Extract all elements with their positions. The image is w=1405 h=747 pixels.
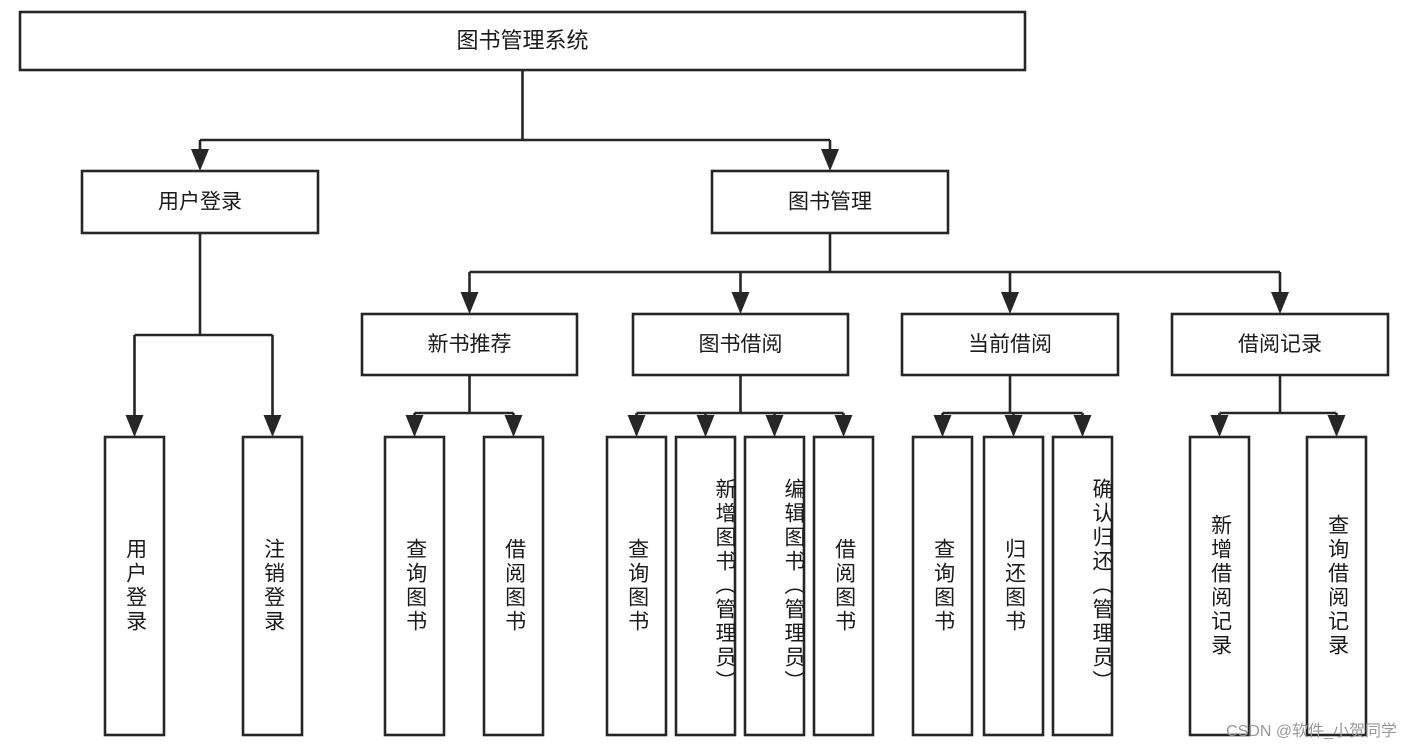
arrow-head-icon (460, 292, 479, 314)
leaf-node-10-box[interactable] (982, 435, 1045, 737)
leaf-node-12-box[interactable] (1188, 435, 1251, 737)
arrow-head-icon (504, 415, 523, 437)
level2-node-1[interactable]: 用户登录 (80, 169, 320, 235)
level3-node-3-label: 当前借阅 (968, 333, 1052, 356)
root-node-system-title[interactable]: 图书管理系统 (18, 10, 1027, 72)
arrow-head-icon (821, 149, 839, 171)
arrow-head-icon (263, 415, 282, 437)
leaf-node-1-box[interactable] (103, 435, 166, 737)
arrow-head-icon (731, 292, 750, 314)
leaf-node-13-box[interactable] (1305, 435, 1368, 737)
arrow-head-icon (1073, 415, 1092, 437)
level3-node-3[interactable]: 当前借阅 (900, 312, 1120, 377)
arrow-head-icon (125, 415, 144, 437)
arrow-head-icon (627, 415, 646, 437)
level2-node-2-box[interactable] (710, 169, 950, 235)
arrow-head-icon (1210, 415, 1229, 437)
arrow-head-icon (1327, 415, 1346, 437)
level3-node-4-label: 借阅记录 (1238, 333, 1322, 356)
level3-node-2-box[interactable] (631, 312, 850, 377)
arrow-head-icon (834, 415, 853, 437)
level3-node-1[interactable]: 新书推荐 (360, 312, 579, 377)
level3-node-3-box[interactable] (900, 312, 1120, 377)
leaf-node-6-box[interactable] (674, 435, 737, 737)
level3-node-1-box[interactable] (360, 312, 579, 377)
root-node-system-title-box[interactable] (18, 10, 1027, 72)
arrow-head-icon (405, 415, 424, 437)
arrow-head-icon (696, 415, 715, 437)
leaf-node-11-box[interactable] (1051, 435, 1114, 737)
leaf-node-7-box[interactable] (743, 435, 806, 737)
leaf-node-3-box[interactable] (383, 435, 446, 737)
leaf-node-5-box[interactable] (605, 435, 668, 737)
arrow-head-icon (933, 415, 952, 437)
arrow-head-icon (1271, 292, 1289, 314)
level2-node-1-box[interactable] (80, 169, 320, 235)
level2-node-2-label: 图书管理 (788, 191, 872, 214)
level3-node-4-box[interactable] (1170, 312, 1390, 377)
arrow-head-icon (191, 149, 209, 171)
level3-node-1-label: 新书推荐 (428, 333, 512, 356)
connector-layer (125, 70, 1346, 437)
root-node-system-title-label: 图书管理系统 (456, 28, 588, 53)
leaf-node-8-box[interactable] (812, 435, 875, 737)
level3-node-4[interactable]: 借阅记录 (1170, 312, 1390, 377)
arrow-head-icon (765, 415, 784, 437)
watermark-text: CSDN @软件_小贺同学 (1226, 723, 1397, 740)
leaf-node-2-box[interactable] (241, 435, 304, 737)
level2-node-2[interactable]: 图书管理 (710, 169, 950, 235)
arrow-head-icon (1001, 292, 1019, 314)
level3-node-2[interactable]: 图书借阅 (631, 312, 850, 377)
arrow-head-icon (1004, 415, 1023, 437)
level3-node-2-label: 图书借阅 (699, 333, 783, 356)
level2-node-1-label: 用户登录 (158, 191, 242, 214)
leaf-node-9-box[interactable] (911, 435, 974, 737)
leaf-node-4-box[interactable] (482, 435, 545, 737)
